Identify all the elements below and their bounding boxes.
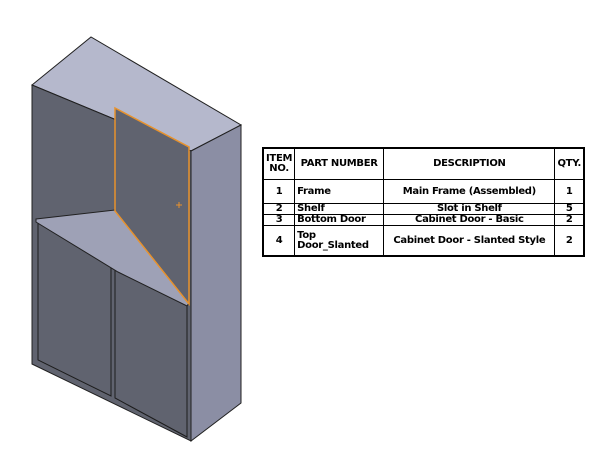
table-row[interactable]: 2 Shelf Slot in Shelf 5 [262, 203, 585, 215]
cell-item: 4 [262, 225, 296, 257]
bom-header-row: ITEM NO. PART NUMBER DESCRIPTION QTY. [262, 147, 585, 180]
table-row[interactable]: 1 Frame Main Frame (Assembled) 1 [262, 179, 585, 204]
cell-description: Main Frame (Assembled) [383, 179, 556, 204]
cell-item: 3 [262, 214, 296, 226]
cell-qty: 2 [554, 225, 585, 257]
top-door-slanted[interactable] [114, 106, 190, 307]
header-item-line1: ITEM [266, 153, 293, 164]
table-row[interactable]: 4 Top Door_Slanted Cabinet Door - Slante… [262, 225, 585, 257]
cell-part-number: Shelf [294, 203, 385, 215]
header-description: DESCRIPTION [383, 147, 556, 180]
cell-part-number: Top Door_Slanted [294, 225, 385, 257]
cell-description: Slot in Shelf [383, 203, 556, 215]
cell-qty: 1 [554, 179, 585, 204]
bill-of-materials-table[interactable]: ITEM NO. PART NUMBER DESCRIPTION QTY. 1 … [262, 147, 585, 257]
cell-description: Cabinet Door - Slanted Style [383, 225, 556, 257]
cabinet-side-face[interactable] [190, 124, 242, 443]
origin-marker-icon [176, 202, 182, 208]
header-item-line2: NO. [269, 163, 289, 174]
cell-part-number: Bottom Door [294, 214, 385, 226]
cell-item: 1 [262, 179, 296, 204]
table-row[interactable]: 3 Bottom Door Cabinet Door - Basic 2 [262, 214, 585, 226]
header-part-number: PART NUMBER [294, 147, 385, 180]
cell-part-number: Frame [294, 179, 385, 204]
header-qty: QTY. [554, 147, 585, 180]
cell-description: Cabinet Door - Basic [383, 214, 556, 226]
cell-qty: 2 [554, 214, 585, 226]
cell-item: 2 [262, 203, 296, 215]
cell-qty: 5 [554, 203, 585, 215]
header-item-no: ITEM NO. [262, 147, 296, 180]
